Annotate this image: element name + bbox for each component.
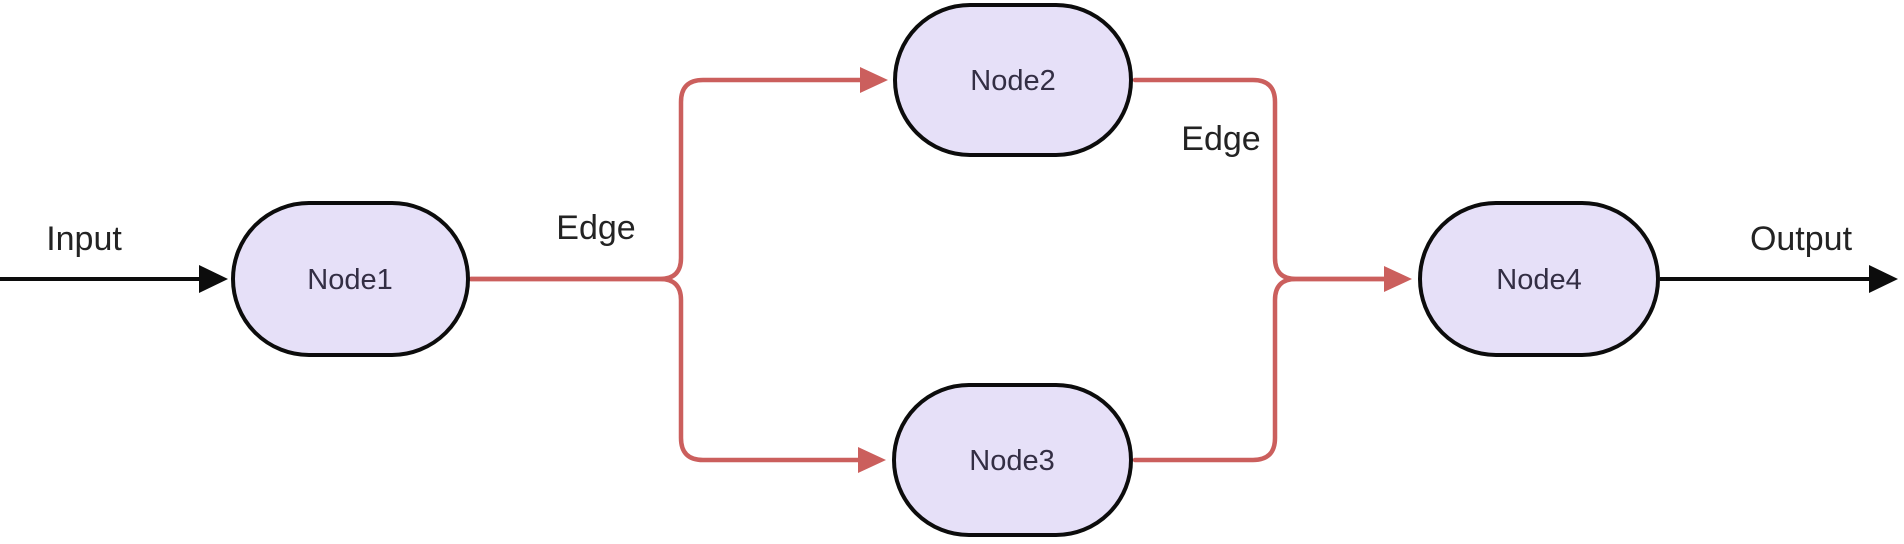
output-arrow: Output [1660, 220, 1898, 293]
node-node3: Node3 [892, 383, 1133, 537]
edge-node1-node2 [468, 77, 863, 282]
edge-label-2: Edge [1181, 120, 1260, 158]
edge-node3-node4 [1132, 276, 1387, 463]
output-label: Output [1750, 220, 1853, 258]
output-arrowhead-icon [1869, 265, 1898, 293]
edge-group: Edge Edge [468, 67, 1412, 473]
edge-merge-arrowhead-icon [1384, 266, 1412, 292]
node3-shape [892, 383, 1133, 537]
node-node4: Node4 [1418, 201, 1660, 357]
node4-shape [1418, 201, 1660, 357]
edge-node1-node3 [468, 276, 861, 463]
edge-label-1: Edge [556, 209, 635, 247]
node1-label: Node1 [307, 264, 392, 296]
input-label: Input [46, 220, 122, 258]
node-node1: Node1 [231, 201, 470, 357]
node2-label: Node2 [970, 65, 1055, 97]
node4-label: Node4 [1496, 264, 1581, 296]
input-arrow: Input [0, 220, 228, 293]
node1-shape [231, 201, 470, 357]
edge-node2-arrowhead-icon [860, 67, 888, 93]
input-arrowhead-icon [199, 265, 228, 293]
node3-label: Node3 [969, 445, 1054, 477]
node2-shape [893, 3, 1133, 157]
node-node2: Node2 [893, 3, 1133, 157]
edge-node2-node4 [1132, 77, 1387, 282]
edge-node3-arrowhead-icon [858, 447, 886, 473]
